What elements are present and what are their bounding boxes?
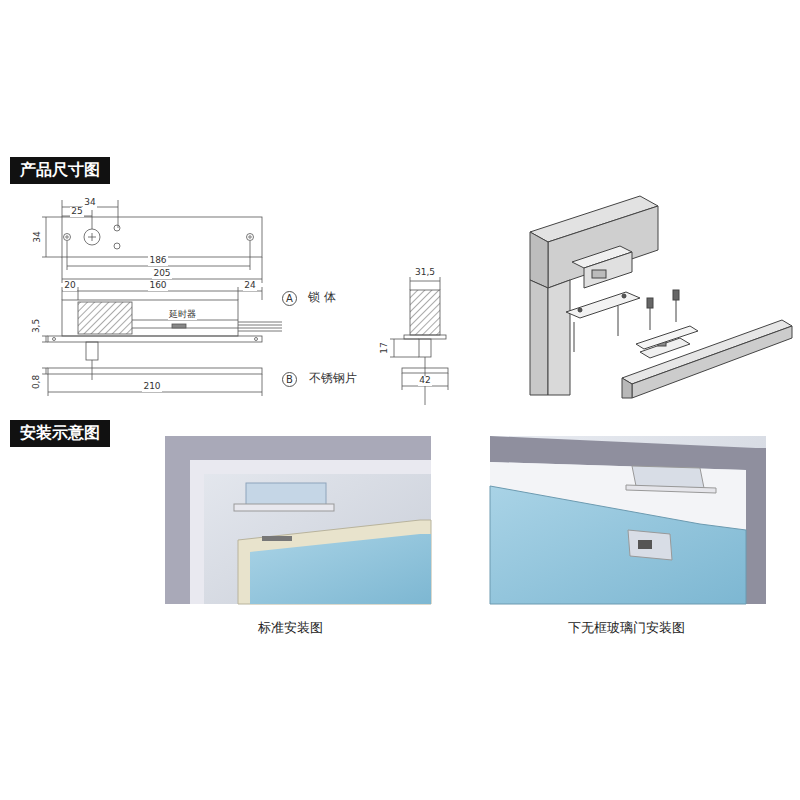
- part-name: 锁 体: [308, 291, 336, 304]
- dimension: 34: [33, 230, 43, 243]
- caption: 下无框玻璃门安装图: [568, 621, 685, 635]
- section-header-text: 产品尺寸图: [20, 160, 100, 179]
- dimension: 3,5: [32, 318, 42, 334]
- section-header: 产品尺寸图: [10, 157, 110, 184]
- section-header: 安装示意图: [10, 420, 110, 447]
- part-marker: B: [282, 372, 297, 387]
- part-marker-text: B: [286, 374, 293, 385]
- dimension: 34: [83, 198, 96, 208]
- component-label: 延时器: [168, 310, 197, 320]
- dimension: 42: [418, 376, 431, 386]
- caption: 标准安装图: [258, 621, 323, 635]
- section-header-text: 安装示意图: [20, 423, 100, 442]
- part-name: 不锈钢片: [309, 372, 357, 385]
- part-marker: A: [282, 291, 297, 306]
- dimension: 210: [142, 382, 161, 392]
- dimension: 0,8: [32, 374, 42, 390]
- part-marker-text: A: [286, 293, 293, 304]
- dimension: 20: [63, 281, 76, 291]
- dimension: 160: [148, 281, 167, 291]
- dimension: 205: [152, 269, 171, 279]
- dimension: 31,5: [414, 268, 436, 278]
- dimension: 186: [148, 256, 167, 266]
- dimension: 17: [380, 341, 390, 354]
- dimension: 25: [70, 207, 83, 217]
- dimension: 24: [243, 281, 256, 291]
